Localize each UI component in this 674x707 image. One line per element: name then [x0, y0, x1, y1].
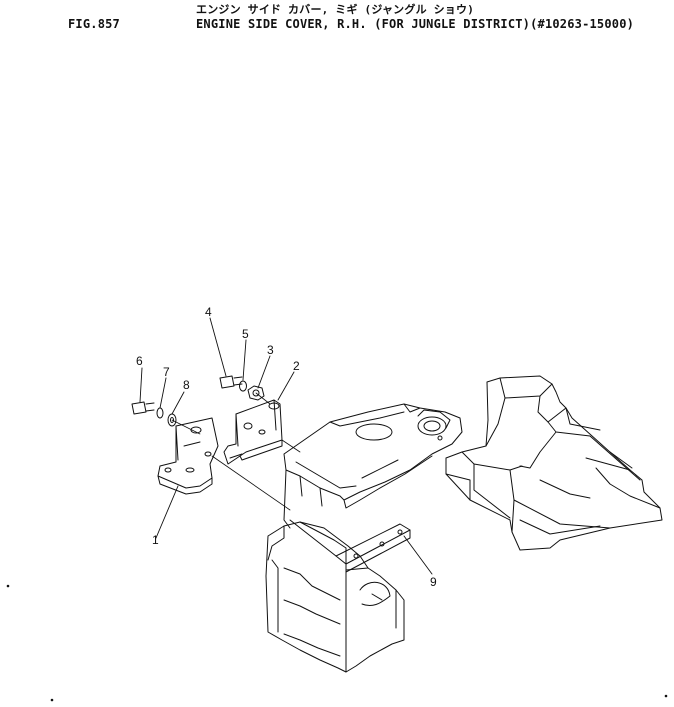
part-2-bracket-plate: [223, 399, 283, 465]
callout-5: 5: [242, 327, 249, 341]
japanese-title: エンジン サイド カバー, ミギ (ジャングル ショウ): [196, 3, 475, 16]
assembly-lines: [171, 392, 301, 511]
callout-4: 4: [205, 305, 212, 319]
callout-1: 1: [152, 533, 159, 547]
part-9-bracket: [289, 519, 411, 573]
callout-2: 2: [293, 359, 300, 373]
callout-7: 7: [163, 365, 170, 379]
figure-number: FIG.857: [68, 17, 120, 31]
english-title: ENGINE SIDE COVER, R.H. (FOR JUNGLE DIST…: [196, 17, 635, 31]
callout-8: 8: [183, 378, 190, 392]
part-1-bracket-plate: [157, 417, 219, 495]
part-3-nut: [247, 385, 265, 401]
upper-engine-cover: [283, 403, 463, 529]
leader-lines: [139, 317, 433, 575]
rear-frame-structure: [445, 375, 663, 551]
callout-6: 6: [136, 354, 143, 368]
callout-3: 3: [267, 343, 274, 357]
part-4-bolt: [219, 375, 243, 389]
part-6-bolt: [131, 401, 155, 415]
part-5-washer: [239, 380, 247, 392]
callout-9: 9: [430, 575, 437, 589]
lower-engine-cover: [265, 521, 405, 673]
